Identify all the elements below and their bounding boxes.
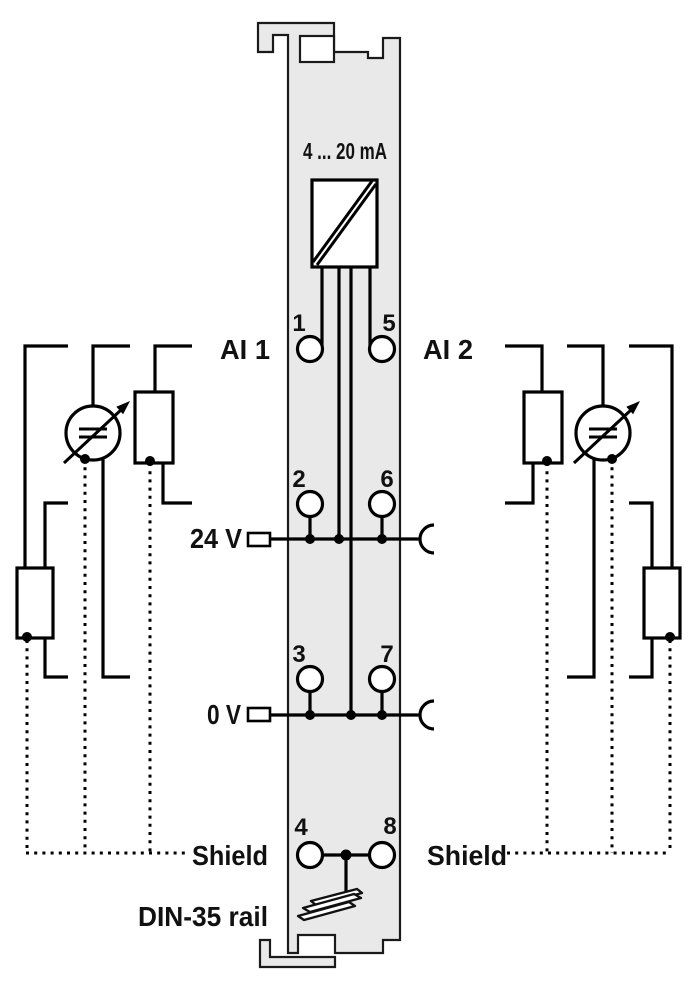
right-transmitter-bottom-wire xyxy=(505,463,535,505)
right-wire-outer xyxy=(629,344,674,568)
resistor-box-left xyxy=(15,566,55,640)
terminal-1 xyxy=(295,334,325,364)
right-source-bottom-wire xyxy=(567,458,596,679)
label-shield-right: Shield xyxy=(427,840,507,871)
module-top-slot xyxy=(298,34,336,64)
terminal-4 xyxy=(295,840,325,870)
transmitter-box-left xyxy=(133,390,175,465)
terminal-7-number: 7 xyxy=(380,641,393,668)
bus-0v-end-arc xyxy=(418,699,435,731)
label-ai2: AI 2 xyxy=(423,334,473,365)
resistor-box-right xyxy=(642,566,682,640)
label-din-rail: DIN-35 rail xyxy=(138,901,268,932)
right-wire-source-top xyxy=(567,344,605,406)
connector-0v xyxy=(246,706,272,723)
connector-24v xyxy=(246,531,272,548)
label-0v: 0 V xyxy=(207,699,241,730)
terminal-6 xyxy=(367,489,397,519)
arrow-head xyxy=(116,401,130,415)
ad-converter-box xyxy=(310,178,379,269)
right-circuit xyxy=(505,344,682,855)
terminal-2-number: 2 xyxy=(292,466,305,493)
din-rail-icon xyxy=(296,887,364,922)
terminal-3 xyxy=(295,664,325,694)
terminals xyxy=(295,334,397,870)
ad-converter-stripe xyxy=(311,180,374,263)
left-wire-outer xyxy=(23,344,68,568)
terminal-7 xyxy=(367,664,397,694)
terminal-numbers: 1 5 2 6 3 7 4 8 xyxy=(292,310,396,841)
terminal-6-number: 6 xyxy=(380,466,393,493)
terminal-1-number: 1 xyxy=(292,310,305,337)
terminal-8-number: 8 xyxy=(383,813,396,840)
left-resistor-top-wire xyxy=(43,501,68,568)
right-resistor-bottom-wire xyxy=(629,638,654,679)
rail-0v xyxy=(246,699,435,731)
transmitter-box-right xyxy=(522,390,564,465)
terminal-2 xyxy=(295,489,325,519)
arrow-head xyxy=(626,401,640,415)
left-wire-source-top xyxy=(91,344,130,407)
left-resistor-bottom-wire xyxy=(43,638,68,679)
current-source-icon-right xyxy=(572,401,640,465)
right-wire-transmitter-top xyxy=(505,344,544,392)
label-shield-left: Shield xyxy=(192,840,268,871)
terminal-5-number: 5 xyxy=(382,310,395,337)
label-ai1: AI 1 xyxy=(220,334,270,365)
bus-24v-end-arc xyxy=(418,523,435,555)
rail-24v xyxy=(246,523,435,555)
labels: AI 1 AI 2 24 V 0 V Shield Shield DIN-35 … xyxy=(138,334,507,932)
left-transmitter-bottom-wire xyxy=(161,463,192,505)
range-label: 4 ... 20 mA xyxy=(303,138,387,164)
left-circuit xyxy=(15,344,192,855)
terminal-3-number: 3 xyxy=(292,641,305,668)
terminal-4-number: 4 xyxy=(294,814,308,841)
module-foot xyxy=(258,938,337,969)
ad-converter-icon xyxy=(310,178,379,269)
left-source-bottom-wire xyxy=(101,458,130,679)
current-source-icon-left xyxy=(62,401,130,465)
terminal-5 xyxy=(367,334,397,364)
right-resistor-top-wire xyxy=(629,501,654,568)
left-wire-transmitter-top xyxy=(153,344,192,392)
label-24v: 24 V xyxy=(190,523,242,554)
ad-converter-stripe xyxy=(315,183,378,266)
junction-dots-module xyxy=(305,534,387,861)
terminal-8 xyxy=(367,840,397,870)
